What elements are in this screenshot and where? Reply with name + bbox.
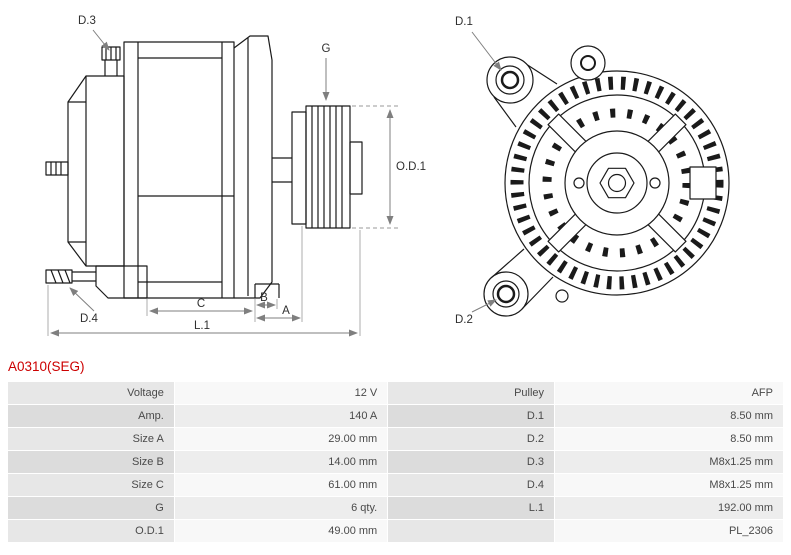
spec-value-right: M8x1.25 mm <box>554 473 784 497</box>
dim-label-d3: D.3 <box>78 15 96 27</box>
dim-label-d2: D.2 <box>455 314 473 326</box>
spec-label-right: Pulley <box>387 381 556 405</box>
spec-label-right: D.4 <box>387 473 556 497</box>
spec-value-left: 49.00 mm <box>173 519 389 543</box>
technical-diagram: D.3 G D.1 O.D.1 D.4 C B A L.1 D.2 <box>45 15 730 337</box>
spec-value-right: 8.50 mm <box>554 404 784 428</box>
spec-value-right: 8.50 mm <box>554 427 784 451</box>
rear-housing <box>67 75 125 267</box>
dim-label-b: B <box>260 292 268 304</box>
dim-label-l1: L.1 <box>194 320 210 332</box>
spec-value-right: AFP <box>554 381 784 405</box>
alternator-drawing: D.3 G D.1 O.D.1 D.4 C B A L.1 D.2 <box>45 15 730 337</box>
spec-label-left: Amp. <box>7 404 175 428</box>
top-bolt <box>101 46 121 76</box>
spec-label-right: L.1 <box>387 496 556 520</box>
spec-value-left: 29.00 mm <box>173 427 389 451</box>
part-number: A0310(SEG) <box>8 359 85 374</box>
spec-label-left: Size A <box>7 427 175 451</box>
dim-label-a: A <box>282 305 290 317</box>
shaft-nut <box>599 167 635 199</box>
dim-label-od1: O.D.1 <box>396 161 426 173</box>
table-row: O.D.1 49.00 mm PL_2306 <box>7 519 784 543</box>
table-row: Size A 29.00 mm D.2 8.50 mm <box>7 427 784 451</box>
spec-value-right: PL_2306 <box>554 519 784 543</box>
dim-label-g: G <box>322 43 331 55</box>
table-row: G 6 qty. L.1 192.00 mm <box>7 496 784 520</box>
main-frame <box>123 41 235 299</box>
mounting-ear-top-right <box>570 45 606 81</box>
leader-d3 <box>92 29 110 51</box>
front-view-dimensions <box>471 31 502 313</box>
table-row: Voltage 12 V Pulley AFP <box>7 381 784 405</box>
spec-label-left: Voltage <box>7 381 175 405</box>
side-view-drawing <box>45 35 363 299</box>
shaft <box>272 157 292 183</box>
leader-d2 <box>471 299 497 313</box>
spec-label-right: D.1 <box>387 404 556 428</box>
dim-label-c: C <box>197 298 205 310</box>
dim-label-d4: D.4 <box>80 313 99 325</box>
table-row: Amp. 140 A D.1 8.50 mm <box>7 404 784 428</box>
vent-slot-ring <box>510 76 724 290</box>
dimension-labels: D.3 G D.1 O.D.1 D.4 C B A L.1 D.2 <box>78 15 473 332</box>
spec-value-left: 12 V <box>173 381 389 405</box>
leader-d1 <box>471 31 502 71</box>
spec-value-right: 192.00 mm <box>554 496 784 520</box>
bottom-bolt <box>45 269 96 284</box>
spec-value-left: 140 A <box>173 404 389 428</box>
side-boss <box>689 166 717 200</box>
table-row: Size C 61.00 mm D.4 M8x1.25 mm <box>7 473 784 497</box>
spec-label-left: O.D.1 <box>7 519 175 543</box>
side-view-dimensions <box>47 29 398 337</box>
front-view-drawing <box>483 45 730 317</box>
spec-value-left: 14.00 mm <box>173 450 389 474</box>
specs-table: Voltage 12 V Pulley AFP Amp. 140 A D.1 8… <box>7 381 784 543</box>
inner-slot-ring <box>542 108 692 258</box>
mounting-ear-bottom-left <box>483 271 569 317</box>
hub <box>564 130 670 236</box>
spec-label-right: D.2 <box>387 427 556 451</box>
leader-d4 <box>69 287 95 312</box>
table-row: Size B 14.00 mm D.3 M8x1.25 mm <box>7 450 784 474</box>
mounting-ear-top-left <box>486 56 534 104</box>
front-bracket <box>233 35 280 299</box>
spec-label-right: D.3 <box>387 450 556 474</box>
spec-value-left: 6 qty. <box>173 496 389 520</box>
terminal-stud <box>45 161 69 176</box>
pulley <box>291 105 363 229</box>
spec-label-left: Size B <box>7 450 175 474</box>
spec-label-right <box>387 519 556 543</box>
spec-label-left: G <box>7 496 175 520</box>
spec-table-wrap: Voltage 12 V Pulley AFP Amp. 140 A D.1 8… <box>0 381 791 543</box>
dim-label-d1: D.1 <box>455 16 473 28</box>
spec-value-right: M8x1.25 mm <box>554 450 784 474</box>
spec-label-left: Size C <box>7 473 175 497</box>
spec-value-left: 61.00 mm <box>173 473 389 497</box>
